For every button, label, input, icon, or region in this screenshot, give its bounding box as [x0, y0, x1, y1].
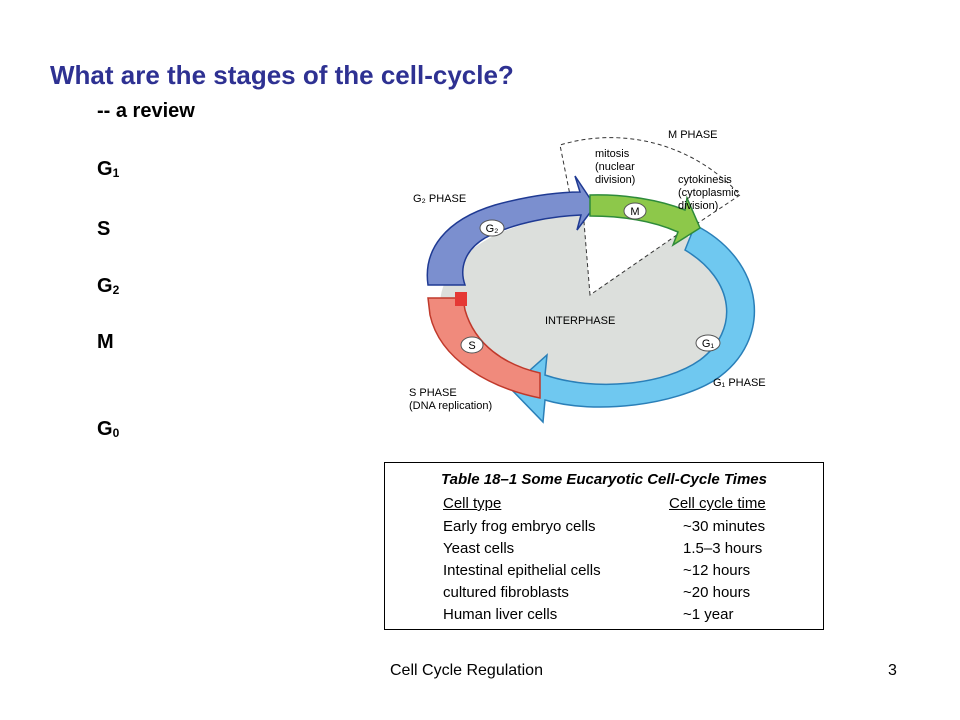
interphase-label: INTERPHASE — [545, 315, 615, 327]
stage-letter: G — [97, 275, 113, 297]
stage-g1: G1 — [97, 158, 119, 181]
mitosis-label-3: division) — [595, 174, 635, 186]
s-badge — [460, 336, 484, 354]
stage-g2: G2 — [97, 275, 119, 298]
mitosis-label-1: mitosis — [595, 148, 630, 160]
slide-subtitle: -- a review — [97, 100, 195, 122]
page-number: 3 — [888, 662, 897, 679]
cytokinesis-label-1: cytokinesis — [678, 174, 732, 186]
s-badge-label: S — [468, 340, 475, 352]
stage-letter: S — [97, 218, 111, 240]
m-badge-label: M — [630, 206, 639, 218]
stage-m: M — [97, 331, 114, 354]
cycle-time: ~12 hours — [683, 562, 751, 579]
cytokinesis-label-2: (cytoplasmic — [678, 187, 740, 199]
cytokinesis-label-3: division) — [678, 200, 718, 212]
table-row: Yeast cells 1.5–3 hours — [443, 540, 762, 557]
cell-type: cultured fibroblasts — [443, 584, 569, 601]
stage-letter: G — [97, 158, 113, 180]
footer-title: Cell Cycle Regulation — [390, 662, 543, 679]
s-phase-label-1: S PHASE — [409, 387, 457, 399]
g2-phase-label: G₂ PHASE — [413, 193, 466, 205]
header-cell-type: Cell type — [443, 495, 502, 512]
stage-letter: M — [97, 331, 114, 353]
cell-type: Yeast cells — [443, 540, 515, 557]
table-row: Early frog embryo cells ~30 minutes — [443, 518, 765, 535]
table-title: Table 18–1 Some Eucaryotic Cell-Cycle Ti… — [441, 471, 767, 488]
g1-badge-label: G₁ — [702, 338, 715, 350]
cycle-time: ~1 year — [683, 606, 734, 623]
m-phase-label: M PHASE — [668, 129, 718, 141]
s-band-cap — [455, 292, 467, 306]
g1-badge — [695, 334, 721, 352]
g1-band — [508, 223, 756, 424]
cell-cycle-diagram: M G₂ S G₁ M PHASE mitosis (nuclear divis… — [409, 129, 766, 424]
stage-g0: G0 — [97, 418, 119, 441]
cycle-time: 1.5–3 hours — [683, 540, 763, 557]
cell-type: Early frog embryo cells — [443, 518, 596, 535]
stage-subscript: 1 — [112, 166, 120, 180]
stage-subscript: 0 — [112, 426, 120, 440]
cycle-time: ~30 minutes — [683, 518, 766, 535]
slide-title: What are the stages of the cell-cycle? — [50, 60, 514, 90]
table-header-row: Cell type Cell cycle time — [443, 495, 766, 512]
cell-cycle-times-table: Table 18–1 Some Eucaryotic Cell-Cycle Ti… — [384, 462, 824, 630]
g2-badge — [479, 219, 505, 237]
table-row: Intestinal epithelial cells ~12 hours — [443, 562, 750, 579]
table-row: Human liver cells ~1 year — [443, 606, 733, 623]
g2-badge-label: G₂ — [486, 223, 499, 235]
mitosis-label-2: (nuclear — [595, 161, 635, 173]
cell-type: Human liver cells — [443, 606, 558, 623]
cell-type: Intestinal epithelial cells — [443, 562, 601, 579]
s-phase-label-2: (DNA replication) — [409, 400, 492, 412]
header-cycle-time: Cell cycle time — [669, 495, 766, 512]
m-phase-gap — [582, 209, 689, 296]
cycle-time: ~20 hours — [683, 584, 751, 601]
s-band — [427, 297, 541, 399]
stage-s: S — [97, 218, 110, 241]
m-band — [589, 194, 701, 247]
table-row: cultured fibroblasts ~20 hours — [443, 584, 750, 601]
m-badge — [623, 202, 647, 220]
g1-phase-label: G₁ PHASE — [713, 377, 766, 389]
g2-band — [426, 175, 596, 286]
interphase-disc — [440, 215, 740, 395]
stage-subscript: 2 — [112, 283, 120, 297]
stage-letter: G — [97, 418, 113, 440]
